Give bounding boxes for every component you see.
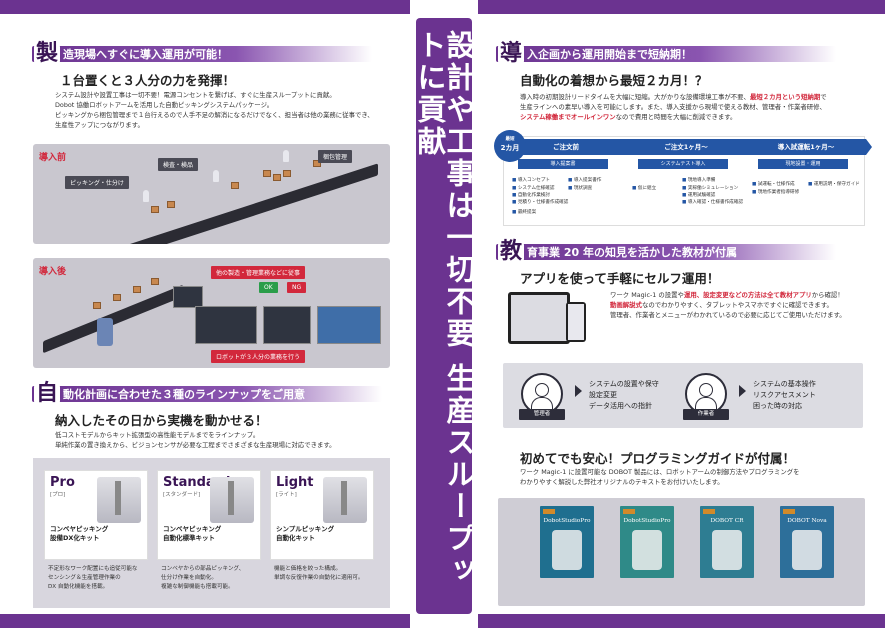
robot-arm bbox=[97, 318, 113, 346]
center-banner: 設計や工事は一切不要 生産スループットに貢献 bbox=[413, 18, 476, 614]
timeline-flow: ご注文前 導入提案書 導入コンセプト システム仕様確認 自動化作業検討 見積り・… bbox=[503, 136, 872, 226]
robot-image bbox=[97, 477, 141, 523]
box bbox=[231, 182, 239, 189]
box bbox=[263, 170, 271, 177]
product-card-pro[interactable]: Pro [プロ] コンベヤピッキング設備DX化キット bbox=[44, 470, 148, 560]
section-head-education: 教 育事業 20 年の知見を活かした教材が付属 bbox=[496, 239, 836, 264]
section-initial: 自 bbox=[34, 381, 61, 406]
guide-paragraph: ワーク Magic-1 に設置可能な DOBOT 製品には、ロボットアームの制御… bbox=[520, 468, 800, 486]
intro-paragraph: システム設計や設置工事は一切不要！電源コンセントを繋げば、すぐに生産スループット… bbox=[55, 91, 374, 129]
lineup-paragraph: 低コストモデルからキット拡張型の高性能モデルまでをラインナップ。 単純作業の置き… bbox=[55, 431, 336, 449]
robot-image bbox=[210, 477, 254, 523]
tablet-image bbox=[508, 292, 570, 344]
flow-column-before-order: ご注文前 導入提案書 導入コンセプト システム仕様確認 自動化作業検討 見積り・… bbox=[506, 137, 632, 225]
before-panel: 導入前 ピッキング・仕分け 検査・検品 梱包管理 bbox=[33, 144, 390, 244]
section-initial: 導 bbox=[498, 41, 525, 66]
inspection-screen bbox=[263, 306, 311, 344]
section-title: 造現場へすぐに導入運用が可能！ bbox=[63, 48, 229, 61]
box bbox=[113, 294, 121, 301]
center-banner-text: 設計や工事は一切不要 生産スループットに貢献 bbox=[413, 30, 476, 588]
ok-indicator: OK bbox=[259, 282, 278, 293]
section-title: 動化計画に合わせた３種のラインナップをご用意 bbox=[63, 388, 306, 401]
roles-band: 管理者 システムの設置や保守 設定変更 データ活用への指針 作業者 システムの基… bbox=[503, 363, 863, 428]
section-head-introduction: 導 入企画から運用開始まで短納期！ bbox=[496, 41, 836, 66]
two-month-badge: 最短 2カ月 bbox=[494, 130, 526, 162]
camera-view-screen bbox=[195, 306, 257, 344]
admin-avatar-icon: 管理者 bbox=[519, 373, 565, 420]
product-desc-standard: コンベヤからの部品ピッキング、 仕分け作業を自動化。 複雑な制御機能も搭載可能。 bbox=[161, 566, 245, 590]
book-dobotstudiopro-1[interactable]: DobotStudioPro bbox=[540, 506, 594, 578]
intro-paragraph: 導入時の初期設計リードタイムを大幅に短縮。大がかりな設備環境工事が不要、最短２カ… bbox=[520, 93, 827, 121]
app-devices bbox=[508, 292, 588, 347]
tag-inspection: 検査・検品 bbox=[158, 158, 199, 171]
robot-image bbox=[323, 477, 367, 523]
box bbox=[273, 174, 281, 181]
conveyor bbox=[128, 163, 378, 244]
book-dobot-nova[interactable]: DOBOT Nova bbox=[780, 506, 834, 578]
section-head-automation: 自 動化計画に合わせた３種のラインナップをご用意 bbox=[32, 381, 382, 406]
right-page: 導 入企画から運用開始まで短納期！ 自動化の着想から最短２カ月！？ 導入時の初期… bbox=[478, 0, 885, 628]
section-title: 育事業 20 年の知見を活かした教材が付属 bbox=[527, 246, 737, 259]
ng-indicator: NG bbox=[287, 282, 307, 293]
bottom-bar bbox=[0, 614, 410, 628]
app-paragraph: ワーク Magic-1 の設置や運用、設定変更などの方法は全て教材アプリから確認… bbox=[610, 291, 846, 319]
subheading: 自動化の着想から最短２カ月！？ bbox=[520, 73, 708, 88]
monitor bbox=[173, 286, 203, 308]
tag-robot-work: ロボットが３人分の業務を行う bbox=[211, 350, 306, 363]
admin-items: システムの設置や保守 設定変更 データ活用への指針 bbox=[589, 380, 659, 410]
tag-packing: 梱包管理 bbox=[318, 150, 353, 163]
section-head-manufacturing: 製 造現場へすぐに導入運用が可能！ bbox=[32, 41, 372, 66]
worker bbox=[213, 170, 219, 182]
left-page: 製 造現場へすぐに導入運用が可能！ １台置くと３人分の力を発揮！ システム設計や… bbox=[0, 0, 410, 628]
box bbox=[151, 278, 159, 285]
tag-other-work: 他の製造・管理業務などに従事 bbox=[211, 266, 306, 279]
bottom-bar bbox=[478, 614, 885, 628]
after-label: 導入後 bbox=[39, 267, 67, 277]
flow-column-month1: ご注文1ヶ月〜 システムテスト導入 仮に組立 現地導入準備 実稼働シミュレーショ… bbox=[626, 137, 752, 225]
phone-image bbox=[566, 302, 586, 342]
guide-books: DobotStudioPro DobotStudioPro DOBOT CR D… bbox=[498, 498, 865, 606]
arrow-right-icon bbox=[739, 385, 746, 397]
box bbox=[133, 286, 141, 293]
tag-picking: ピッキング・仕分け bbox=[65, 176, 129, 189]
box bbox=[167, 201, 175, 208]
product-card-light[interactable]: Light [ライト] シンプルピッキング自動化キット bbox=[270, 470, 374, 560]
top-bar bbox=[0, 0, 410, 14]
box bbox=[313, 160, 321, 167]
subheading: １台置くと３人分の力を発揮！ bbox=[60, 73, 236, 88]
before-label: 導入前 bbox=[39, 153, 67, 163]
subheading: アプリを使って手軽にセルフ運用！ bbox=[520, 271, 720, 286]
arrow-right-icon bbox=[575, 385, 582, 397]
box bbox=[283, 170, 291, 177]
product-card-standard[interactable]: Standard [スタンダード] コンベヤピッキング自動化標準キット bbox=[157, 470, 261, 560]
product-desc-pro: 不定形なワーク配置にも追従可能な センシング＆生産管理作業の DX 自動化機能を… bbox=[48, 566, 138, 590]
flow-column-trial: 導入試運転1ヶ月〜 現地設置・運用 試運転・仕様作成 現地作業者指導研修 運用説… bbox=[746, 137, 872, 225]
after-panel: 導入後 他の製造・管理業務などに従事 OK NG ロボットが３人分の業務を行う bbox=[33, 258, 390, 368]
subheading: 初めてでも安心！プログラミングガイドが付属！ bbox=[520, 451, 796, 466]
book-dobotstudiopro-2[interactable]: DobotStudioPro bbox=[620, 506, 674, 578]
worker-avatar-icon: 作業者 bbox=[683, 373, 729, 420]
section-initial: 製 bbox=[34, 41, 61, 66]
worker-items: システムの基本操作 リスクアセスメント 困った時の対応 bbox=[753, 380, 816, 410]
management-screen bbox=[317, 306, 381, 344]
subheading: 納入したその日から実機を動かせる！ bbox=[55, 413, 268, 428]
box bbox=[93, 302, 101, 309]
book-dobot-cr[interactable]: DOBOT CR bbox=[700, 506, 754, 578]
section-initial: 教 bbox=[498, 239, 525, 264]
product-desc-light: 機能と価格を絞った構成。 単調な反復作業の自動化に適用可。 bbox=[274, 566, 364, 581]
box bbox=[151, 206, 159, 213]
section-title: 入企画から運用開始まで短納期！ bbox=[527, 48, 693, 61]
worker bbox=[283, 150, 289, 162]
worker bbox=[143, 190, 149, 202]
center-column: 設計や工事は一切不要 生産スループットに貢献 bbox=[410, 0, 478, 628]
top-bar bbox=[478, 0, 885, 14]
